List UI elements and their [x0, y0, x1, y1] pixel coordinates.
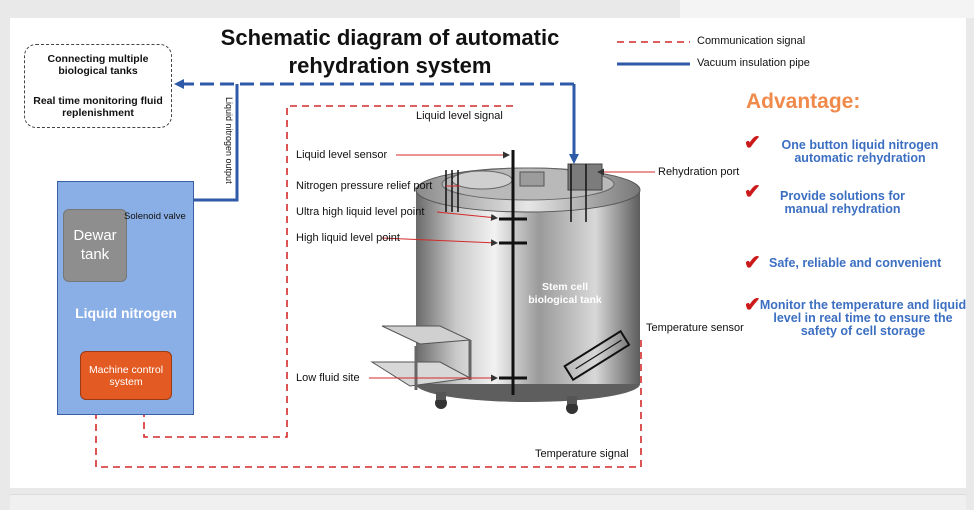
machine-control-system: Machine control system [80, 351, 172, 400]
check-icon: ✔ [744, 132, 761, 154]
check-icon: ✔ [744, 181, 761, 203]
dewar-tank: Dewar tank [63, 209, 127, 282]
advantage-item: One button liquid nitrogen automatic reh… [781, 138, 939, 165]
tank-label: Stem cell biological tank [528, 281, 602, 306]
ultra-high-level-label: Ultra high liquid level point [296, 206, 425, 218]
ln-output-label: Liquid nitrogen output [224, 97, 234, 184]
bottom-strip [10, 494, 966, 510]
page-title: Schematic diagram of automatic rehydrati… [220, 25, 560, 78]
legend-vacuum-label: Vacuum insulation pipe [697, 57, 810, 69]
rehydration-port-label: Rehydration port [658, 166, 740, 178]
pipe-arrow-left [174, 79, 184, 89]
background-strip [680, 0, 974, 18]
advantage-item: Provide solutions for manual rehydration [779, 189, 905, 216]
high-level-label: High liquid level point [296, 232, 400, 244]
temperature-sensor-label: Temperature sensor [646, 322, 744, 334]
connection-box-line1: Connecting multiple biological tanks [47, 53, 149, 77]
relief-port-label: Nitrogen pressure relief port [296, 180, 433, 192]
advantage-item: Monitor the temperature and liquid level… [759, 298, 967, 338]
check-icon: ✔ [744, 294, 761, 316]
ln-output-label-wrap: Liquid nitrogen output [221, 97, 235, 197]
temperature-sensor-icon [563, 329, 631, 382]
liquid-nitrogen-label: Liquid nitrogen [75, 305, 177, 321]
liquid-level-sensor-label: Liquid level sensor [296, 149, 388, 161]
temperature-signal-label: Temperature signal [535, 448, 629, 460]
low-fluid-site-label: Low fluid site [296, 372, 360, 384]
liquid-level-signal-label: Liquid level signal [416, 110, 503, 122]
connection-box: Connecting multiple biological tanks Rea… [24, 44, 172, 128]
liquid-level-signal-line [143, 105, 513, 438]
advantage-item: Safe, reliable and convenient [769, 256, 942, 270]
advantage-title: Advantage: [746, 90, 861, 113]
solenoid-valve-label: Solenoid valve [124, 211, 186, 222]
connection-box-line2: Real time monitoring fluid replenishment [33, 95, 163, 119]
legend-communication-label: Communication signal [697, 35, 806, 47]
pipe-arrow-down [569, 154, 579, 164]
check-icon: ✔ [744, 252, 761, 274]
